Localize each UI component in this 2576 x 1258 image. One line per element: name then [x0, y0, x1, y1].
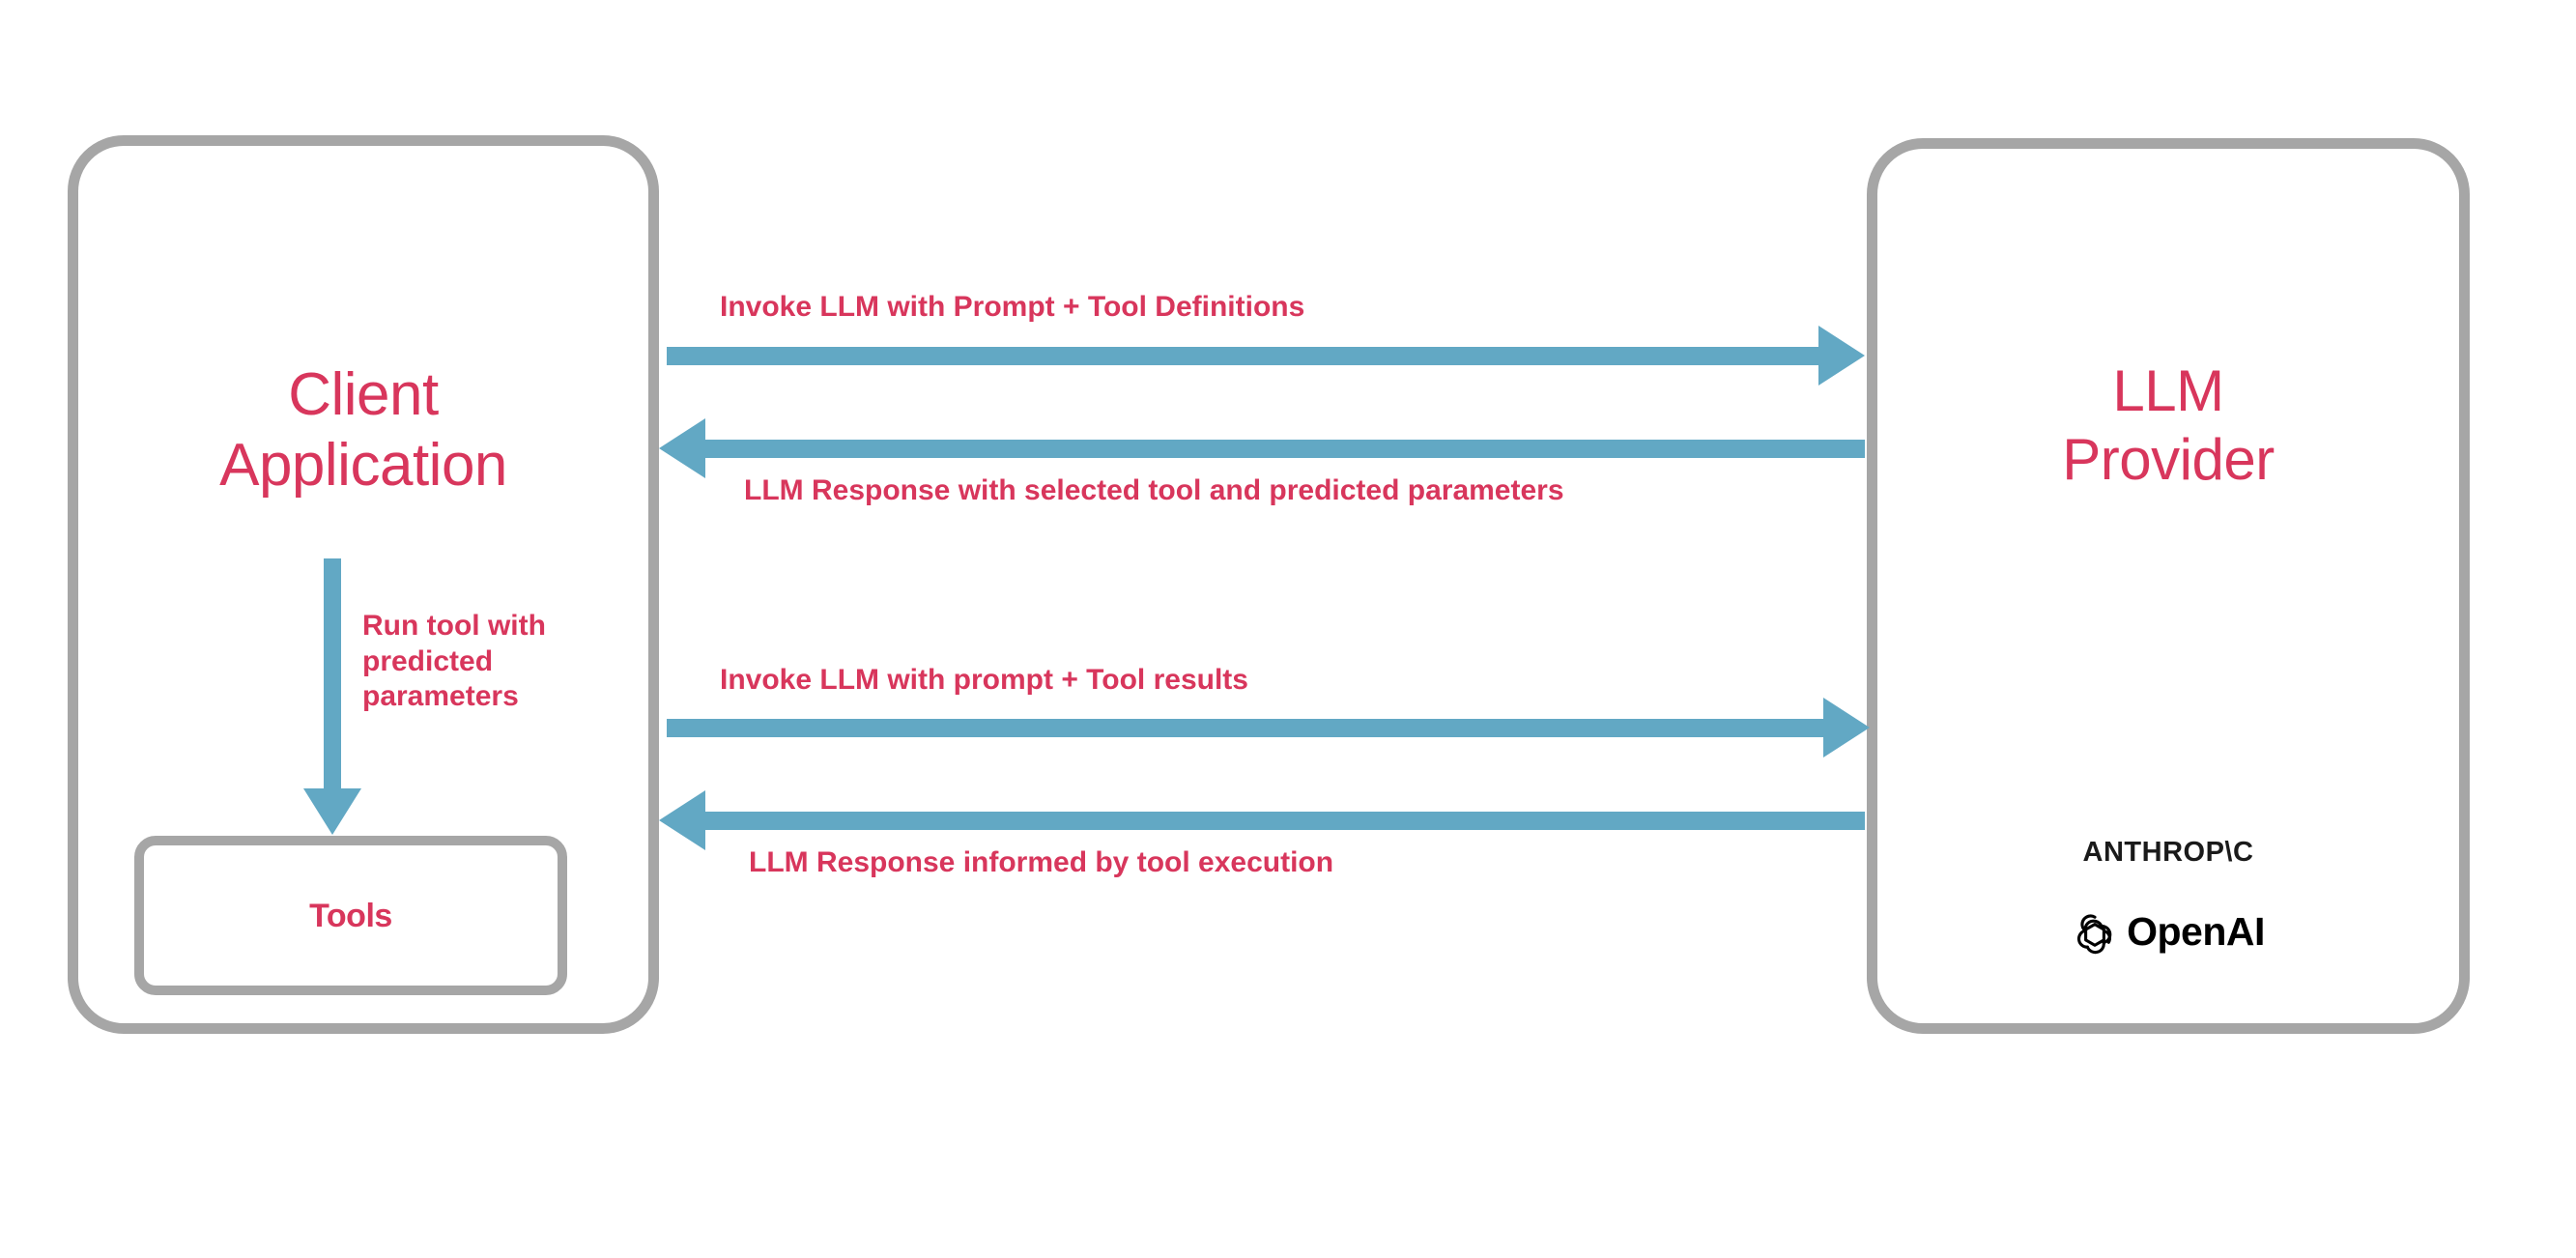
client-title-line-2: Application [219, 432, 507, 500]
run-tool-arrow-label: Run tool with predicted parameters [362, 610, 546, 713]
arrowhead-right-icon [1823, 698, 1870, 758]
arrow-2-shaft [705, 440, 1865, 458]
arrowhead-right-icon [1818, 326, 1865, 386]
tools-label: Tools [309, 898, 392, 934]
arrow-3-shaft [667, 719, 1826, 737]
llm-response-informed-label: LLM Response informed by tool execution [749, 846, 1334, 878]
client-application-title: Client Application [87, 359, 640, 500]
openai-logo: OpenAI [1886, 908, 2450, 955]
run-tool-arrowhead-down-icon [303, 788, 361, 835]
arrow-4-shaft [705, 812, 1865, 830]
provider-title-line-1: LLM [2112, 358, 2224, 423]
openai-wordmark: OpenAI [2127, 908, 2265, 954]
openai-knot-icon [2072, 908, 2118, 955]
anthropic-wordmark-logo: ANTHROP\C [2082, 837, 2254, 868]
provider-title-line-2: Provider [2062, 426, 2275, 492]
invoke-with-tool-results-label: Invoke LLM with prompt + Tool results [720, 664, 1248, 696]
invoke-with-tool-definitions-label: Invoke LLM with Prompt + Tool Definition… [720, 291, 1305, 323]
arrow-1-shaft [667, 347, 1821, 365]
client-title-line-1: Client [288, 361, 439, 428]
llm-response-selected-tool-label: LLM Response with selected tool and pred… [744, 474, 1564, 506]
arrowhead-left-icon [659, 418, 705, 478]
llm-provider-title: LLM Provider [1886, 357, 2450, 495]
run-tool-arrow-shaft [324, 558, 341, 788]
arrowhead-left-icon [659, 790, 705, 850]
tools-box [134, 836, 567, 995]
llm-provider-box [1867, 138, 2470, 1034]
